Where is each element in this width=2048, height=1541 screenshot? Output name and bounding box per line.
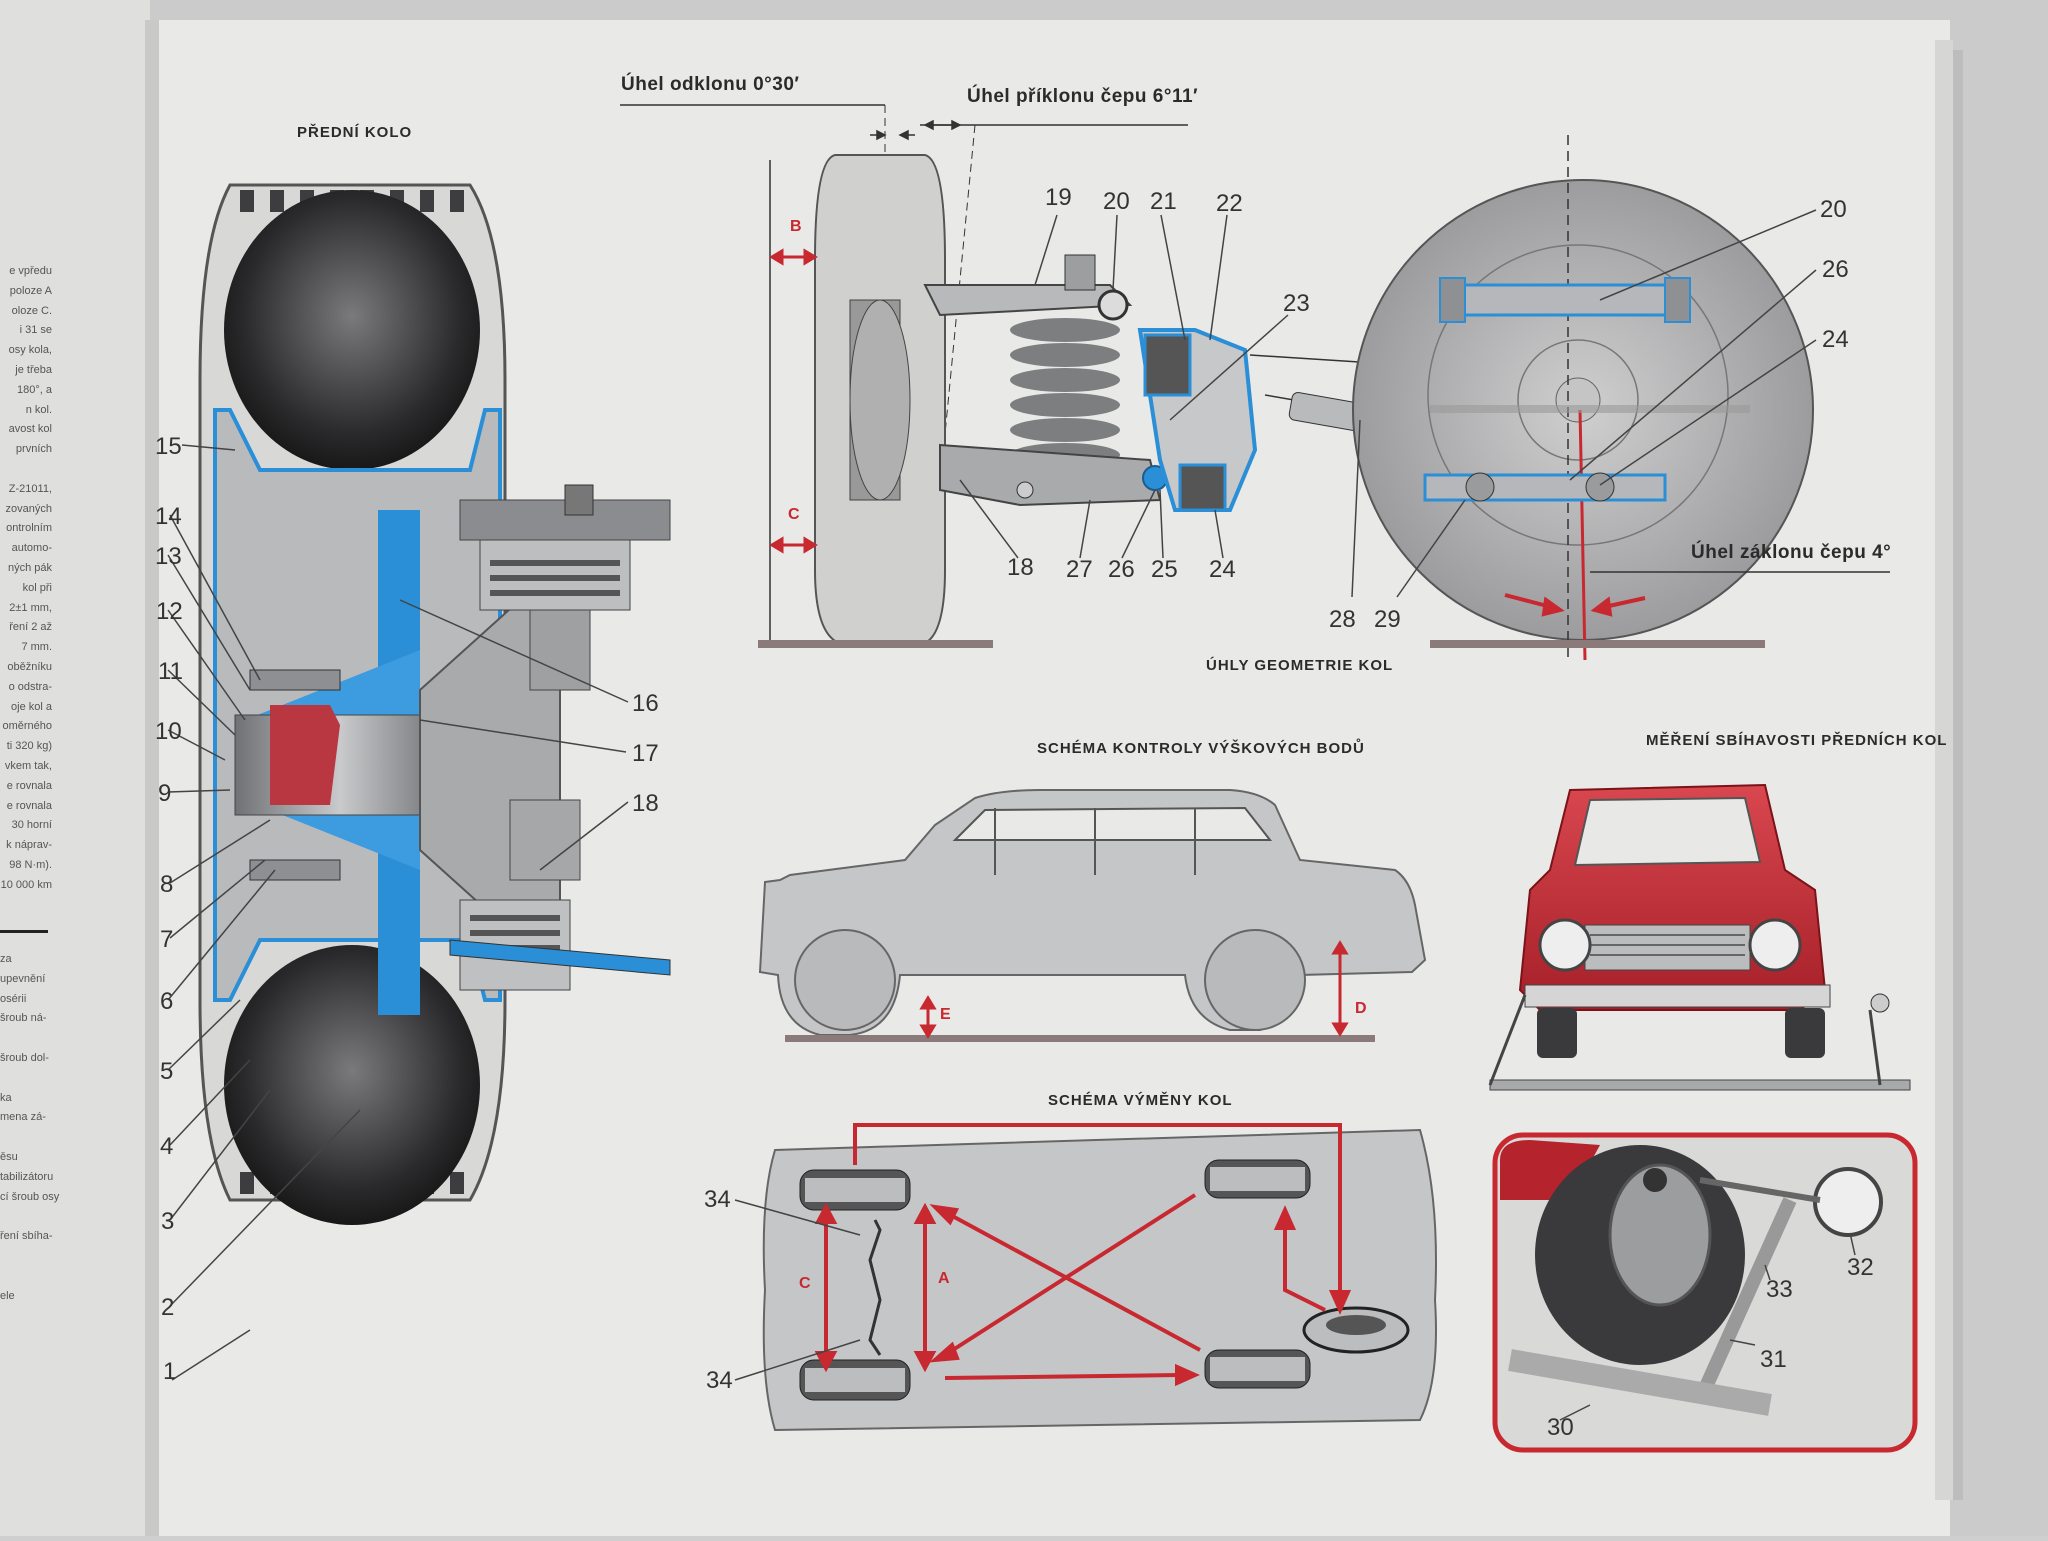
caption-front-wheel: PŘEDNÍ KOLO <box>297 124 413 141</box>
callout-25: 25 <box>1151 556 1178 583</box>
tire-chamber-top <box>224 190 480 470</box>
callout-4: 4 <box>160 1133 174 1160</box>
height-check-car <box>758 789 1427 1042</box>
caption-geometry: ÚHLY GEOMETRIE KOL <box>1206 657 1394 674</box>
callout-3: 3 <box>161 1208 175 1235</box>
letter-C-swap: C <box>799 1275 811 1292</box>
gauge-inset <box>1492 1132 1918 1453</box>
callout-23: 23 <box>1283 290 1310 317</box>
callout-26-disc: 26 <box>1822 256 1849 283</box>
callout-15: 15 <box>155 433 182 460</box>
red-dimension-arrows <box>769 248 818 554</box>
left-page-edge <box>0 0 150 1536</box>
letter-E: E <box>940 1006 951 1023</box>
bolt-7 <box>249 859 341 881</box>
wheel-leader-lines <box>167 444 629 1381</box>
spindle <box>234 714 446 816</box>
wheel-swap-schematic <box>734 1123 1437 1432</box>
bolt-13 <box>249 669 341 691</box>
callout-29: 29 <box>1374 606 1401 633</box>
callout-10: 10 <box>155 718 182 745</box>
page-stack-1 <box>1935 40 1953 1500</box>
callout-22: 22 <box>1216 190 1243 217</box>
callout-24-geo: 24 <box>1209 556 1236 583</box>
coil-spring <box>1010 318 1120 467</box>
caster-disc-view <box>1249 135 1890 661</box>
caption-toe-measure: MĚŘENÍ SBÍHAVOSTI PŘEDNÍCH KOL <box>1646 732 1948 749</box>
callout-11: 11 <box>158 658 183 685</box>
callout-19: 19 <box>1045 184 1072 211</box>
callout-27: 27 <box>1066 556 1093 583</box>
bearing-grease <box>270 705 340 805</box>
callout-1: 1 <box>163 1358 177 1385</box>
callout-9: 9 <box>158 780 172 807</box>
callout-30: 30 <box>1547 1414 1574 1441</box>
callout-20-geo: 20 <box>1103 188 1130 215</box>
callout-28: 28 <box>1329 606 1356 633</box>
caption-height-check: SCHÉMA KONTROLY VÝŠKOVÝCH BODŮ <box>1037 740 1365 757</box>
callout-18-geo: 18 <box>1007 554 1034 581</box>
callout-6: 6 <box>160 988 174 1015</box>
callout-34-top: 34 <box>704 1186 731 1213</box>
geometry-side-view <box>620 104 1289 648</box>
letter-B: B <box>790 218 802 235</box>
angle-camber: Úhel odklonu 0°30′ <box>621 74 800 95</box>
callout-34-bottom: 34 <box>706 1367 733 1394</box>
callout-14: 14 <box>155 503 182 530</box>
tire-chamber-bottom <box>224 945 480 1225</box>
left-page-rule <box>0 930 48 933</box>
callout-16: 16 <box>632 690 659 717</box>
callout-13: 13 <box>155 543 182 570</box>
callout-18-wheel: 18 <box>632 790 659 817</box>
callout-8: 8 <box>160 871 174 898</box>
callout-12: 12 <box>156 598 183 625</box>
letter-D: D <box>1355 1000 1367 1017</box>
lower-ball-joint <box>449 799 671 991</box>
callout-7: 7 <box>160 926 174 953</box>
letter-C-geometry: C <box>788 506 800 523</box>
callout-32: 32 <box>1847 1254 1874 1281</box>
callout-21: 21 <box>1150 188 1177 215</box>
callout-5: 5 <box>160 1058 174 1085</box>
angle-caster: Úhel záklonu čepu 4° <box>1691 542 1892 563</box>
angle-kingpin: Úhel příklonu čepu 6°11′ <box>967 86 1199 107</box>
front-wheel-section <box>167 183 671 1381</box>
callout-31: 31 <box>1760 1346 1787 1373</box>
callout-2: 2 <box>161 1294 175 1321</box>
callout-33: 33 <box>1766 1276 1793 1303</box>
toe-measurement-car <box>1488 783 1911 1091</box>
callout-24-disc: 24 <box>1822 326 1849 353</box>
upper-ball-joint <box>459 484 671 691</box>
geo-leader-lines <box>959 214 1289 559</box>
page-gutter <box>145 20 159 1536</box>
callout-17: 17 <box>632 740 659 767</box>
page-stack-2 <box>1953 50 1963 1500</box>
callout-26-geo: 26 <box>1108 556 1135 583</box>
callout-20-disc: 20 <box>1820 196 1847 223</box>
caption-wheel-swap: SCHÉMA VÝMĚNY KOL <box>1048 1092 1233 1109</box>
letter-A: A <box>938 1270 950 1287</box>
swap-arrows <box>814 1123 1352 1387</box>
